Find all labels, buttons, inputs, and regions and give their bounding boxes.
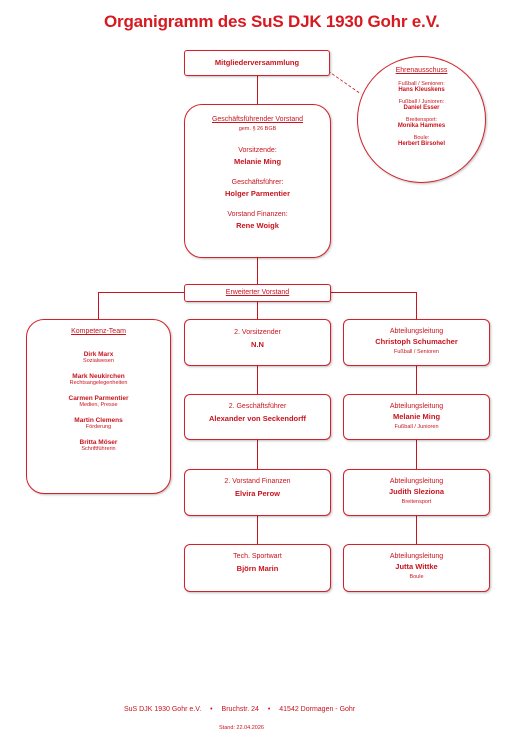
competence-member-name: Mark Neukirchen (72, 373, 125, 380)
honor-name: Monika Hammes (397, 123, 446, 129)
connector-line (257, 302, 258, 319)
department-role: Abteilungsleitung (389, 403, 444, 410)
board-role: Vorsitzende: (238, 147, 277, 154)
department-name: Christoph Schumacher (375, 337, 458, 346)
connector-line (257, 366, 258, 394)
footer-city: 41542 Dormagen - Gohr (279, 706, 356, 713)
middle-role: 2. Vorstand Finanzen (224, 478, 291, 485)
middle-name: Elvira Perow (234, 489, 281, 498)
honor-committee-title: Ehrenausschuss (395, 67, 448, 74)
department-box: Abteilungsleitung Christoph Schumacher F… (343, 319, 490, 366)
board-role: Vorstand Finanzen: (227, 211, 288, 218)
middle-role-box: 2. Vorstand Finanzen Elvira Perow (184, 469, 331, 516)
executive-board-title: Geschäftsführender Vorstand (211, 116, 304, 123)
board-name: Rene Woigk (236, 221, 279, 230)
department-box: Abteilungsleitung Jutta Wittke Boule (343, 544, 490, 592)
competence-member-name: Dirk Marx (83, 351, 114, 358)
honor-name: Hans Kleuskens (398, 87, 445, 93)
department-box: Abteilungsleitung Melanie Ming Fußball /… (343, 394, 490, 440)
extended-board-box: Erweiterter Vorstand (184, 284, 331, 302)
footer-separator: • (210, 706, 213, 713)
honor-role: Fußball / Senioren: (398, 81, 445, 87)
department-label: Breitensport (401, 499, 432, 505)
department-role: Abteilungsleitung (389, 478, 444, 485)
extended-board-label: Erweiterter Vorstand (225, 289, 290, 296)
footer-date: Stand: 22.04.2026 (219, 725, 264, 731)
members-assembly-label: Mitgliederversammlung (214, 58, 300, 67)
page-title: Organigramm des SuS DJK 1930 Gohr e.V. (104, 12, 440, 31)
middle-role-box: Tech. Sportwart Björn Marin (184, 544, 331, 592)
competence-member-area: Schriftführerin (81, 446, 116, 452)
department-label: Boule (409, 574, 424, 580)
competence-member-area: Sozialwesen (83, 358, 114, 364)
middle-name: Alexander von Seckendorff (208, 414, 307, 423)
middle-role: 2. Geschäftsführer (228, 403, 287, 410)
department-label: Fußball / Senioren (394, 349, 439, 355)
middle-name: N.N (251, 340, 264, 349)
competence-member-area: Medien, Presse (79, 402, 118, 408)
footer-street: Bruchstr. 24 (221, 706, 259, 713)
honor-role: Boule: (413, 135, 430, 141)
connector-line (98, 292, 99, 319)
connector-line (257, 516, 258, 544)
honor-committee-circle: Ehrenausschuss Fußball / Senioren: Hans … (357, 56, 486, 183)
executive-board-subtitle: gem. § 26 BGB (238, 126, 277, 132)
connector-line (257, 76, 258, 104)
connector-line (257, 258, 258, 284)
department-name: Melanie Ming (392, 412, 441, 421)
footer-club: SuS DJK 1930 Gohr e.V. (124, 706, 202, 713)
executive-board-box: Geschäftsführender Vorstand gem. § 26 BG… (184, 104, 331, 258)
middle-name: Björn Marin (236, 564, 279, 573)
middle-role: 2. Vorsitzender (234, 329, 281, 336)
connector-line (416, 292, 417, 319)
footer-address: SuS DJK 1930 Gohr e.V. • Bruchstr. 24 • … (124, 706, 355, 713)
competence-member-name: Britta Möser (79, 439, 118, 446)
footer-separator: • (267, 706, 271, 713)
connector-line (416, 516, 417, 544)
board-role: Geschäftsführer: (231, 179, 284, 186)
competence-member-name: Carmen Parmentier (68, 395, 129, 402)
middle-role: Tech. Sportwart (233, 553, 282, 560)
connector-line (416, 440, 417, 469)
department-name: Jutta Wittke (395, 562, 438, 571)
connector-line (98, 292, 184, 293)
competence-member-name: Martin Clemens (74, 417, 123, 424)
middle-role-box: 2. Vorsitzender N.N (184, 319, 331, 366)
middle-role-box: 2. Geschäftsführer Alexander von Seckend… (184, 394, 331, 440)
honor-name: Herbert Birsohel (397, 141, 445, 147)
competence-member-area: Förderung (85, 424, 112, 430)
connector-line (331, 292, 416, 293)
members-assembly-box: Mitgliederversammlung (184, 50, 330, 76)
honor-role: Breitensport: (405, 117, 438, 123)
dashed-connector (327, 70, 362, 95)
department-box: Abteilungsleitung Judith Sleziona Breite… (343, 469, 490, 516)
connector-line (257, 440, 258, 469)
honor-name: Daniel Esser (403, 105, 440, 111)
department-label: Fußball / Junioren (394, 424, 439, 430)
department-role: Abteilungsleitung (389, 553, 444, 560)
board-name: Holger Parmentier (224, 189, 291, 198)
competence-member-area: Rechtsangelegenheiten (69, 380, 128, 386)
board-name: Melanie Ming (233, 157, 282, 166)
honor-role: Fußball / Junioren: (398, 99, 445, 105)
competence-team-title: Kompetenz-Team (71, 328, 126, 335)
department-name: Judith Sleziona (388, 487, 444, 496)
department-role: Abteilungsleitung (389, 328, 444, 335)
connector-line (416, 366, 417, 394)
competence-team-box: Kompetenz-Team Dirk Marx Sozialwesen Mar… (26, 319, 171, 494)
